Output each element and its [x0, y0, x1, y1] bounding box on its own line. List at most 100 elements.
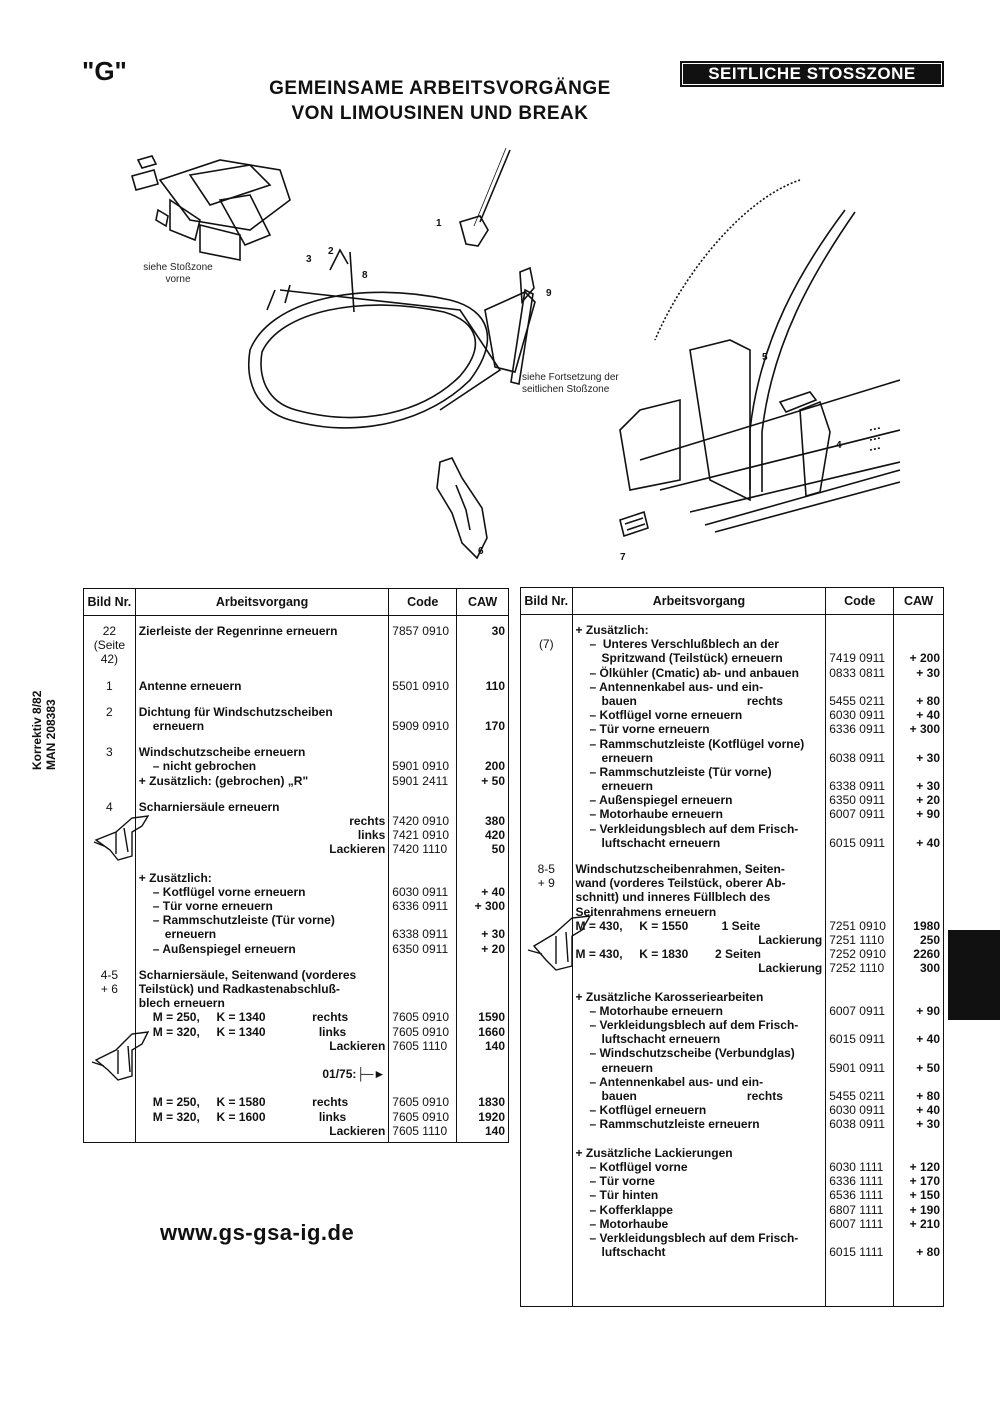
bild-number: 4 [106, 799, 113, 814]
operation-text: – Unteres Verschlußblech an der [589, 637, 779, 652]
operation-caw [460, 996, 505, 1010]
operation-text: – Rammschutzleiste (Tür vorne) [589, 764, 772, 779]
operation-code: 6007 0911 [829, 1003, 886, 1018]
arbeitsvorgang-cell: Antenne erneuern [134, 670, 390, 697]
operation-code: 5909 0910 [392, 718, 450, 733]
operation-text: Windschutzscheibenrahmen, Seiten- [575, 862, 785, 876]
revision-line-1: Korrektiv 8/82 [30, 690, 44, 770]
operation-code [829, 737, 890, 751]
operation-text: – Rammschutzleiste erneuern [589, 1117, 760, 1132]
part-number-6: 6 [478, 546, 484, 557]
operation-text: – Ölkühler (Cmatic) ab- und anbauen [589, 665, 799, 680]
col-header-bild: Bild Nr. [83, 588, 136, 616]
operation-code: 6030 0911 [829, 1103, 886, 1118]
part-number-5: 5 [762, 352, 768, 363]
operation-code [829, 623, 890, 637]
operation-text: 01/75:├─► [322, 1067, 386, 1082]
operation-code: 6338 0911 [829, 779, 886, 794]
operation-code [392, 968, 453, 982]
operation-code: 7252 0910 [829, 947, 886, 962]
pillar-sketch [484, 266, 536, 385]
operation-text: – Außenspiegel erneuern [589, 793, 733, 808]
operation-text: M = 250, K = 1340 rechts [152, 1010, 349, 1025]
operation-caw: + 20 [481, 941, 505, 956]
bild-number: 22 [102, 624, 117, 638]
operation-code [829, 976, 890, 990]
operation-caw: + 40 [916, 708, 940, 723]
operation-code [392, 705, 453, 719]
col-header-caw: CAW [893, 587, 944, 615]
operation-text: erneuern [601, 1060, 653, 1075]
arbeitsvorgang-cell: + Zusätzlich:– Unteres Verschlußblech an… [571, 614, 827, 854]
operation-text: Lackieren [329, 1123, 386, 1138]
operation-caw: + 30 [916, 1117, 940, 1132]
front-zone-note: siehe Stoßzone vorne [143, 262, 213, 285]
operation-code [829, 1018, 890, 1032]
operation-text: – Motorhaube erneuern [589, 1003, 723, 1018]
page-letter: "G" [82, 56, 127, 86]
operation-caw: + 50 [916, 1060, 940, 1075]
bild-cell: 3 [83, 737, 136, 792]
operation-text: Windschutzscheibe erneuern [138, 745, 306, 760]
operation-caw [897, 1018, 940, 1032]
bild-number: 4-5 [100, 967, 119, 982]
page-title: GEMEINSAME ARBEITSVORGÄNGE VON LIMOUSINE… [230, 76, 650, 126]
operation-text: Lackieren [329, 1038, 386, 1053]
operation-text: erneuern [601, 750, 653, 765]
operation-text: luftschacht erneuern [601, 835, 721, 850]
operation-caw: 2260 [913, 947, 940, 962]
operation-text: luftschacht erneuern [601, 1032, 721, 1047]
operation-caw: + 50 [481, 773, 505, 788]
exploded-parts-drawing [131, 147, 900, 560]
bild-number: 2 [106, 704, 113, 719]
operation-caw: + 300 [474, 899, 505, 913]
operation-caw [460, 705, 505, 719]
operation-caw: 380 [484, 813, 505, 828]
operation-text: M = 430, K = 1830 2 Seiten [575, 947, 761, 962]
operation-text [139, 1081, 386, 1095]
operation-caw: 110 [485, 678, 505, 693]
operation-caw: + 30 [916, 750, 940, 765]
website-url: www.gs-gsa-ig.de [160, 1220, 355, 1245]
operation-text: + Zusätzliche Lackierungen [575, 1145, 733, 1160]
bild-cell: 2 [83, 696, 136, 738]
operation-caw: + 80 [916, 1245, 940, 1260]
operation-code: 7605 1110 [392, 1123, 448, 1138]
operation-caw: + 210 [909, 1216, 940, 1231]
operation-caw: + 120 [909, 1159, 940, 1174]
operation-code: 6336 1111 [829, 1174, 884, 1189]
operation-code [392, 982, 453, 996]
part-number-2: 2 [328, 246, 334, 257]
col-header-code: Code [825, 587, 895, 615]
operation-code [392, 1081, 453, 1095]
operation-caw [897, 876, 940, 890]
operation-text: Teilstück) und Radkastenabschluß- [138, 981, 340, 996]
bild-number [524, 623, 569, 637]
operation-caw: + 190 [909, 1202, 940, 1217]
operation-text: erneuern [601, 779, 653, 794]
operation-code: 6007 0911 [829, 807, 886, 822]
hinge-part-sketch [436, 457, 488, 560]
operation-caw: + 300 [909, 722, 940, 737]
operation-code: 6350 0911 [829, 793, 886, 808]
operation-caw [897, 1075, 940, 1089]
bild-cell: (7) [520, 614, 573, 854]
operation-text: Scharniersäule, Seitenwand (vorderes [138, 967, 357, 982]
operation-caw [460, 871, 505, 885]
col-header-bild: Bild Nr. [520, 587, 573, 615]
operation-caw: + 150 [909, 1188, 940, 1203]
operation-caw [897, 1146, 940, 1160]
operation-text: bauen rechts [601, 693, 783, 708]
side-body-sketch [619, 179, 900, 538]
operation-text: – Kotflügel erneuern [589, 1103, 707, 1118]
operation-text: – Außenspiegel erneuern [152, 941, 296, 956]
operation-caw: 1920 [478, 1109, 505, 1124]
operation-caw [460, 800, 505, 814]
operation-text: – Rammschutzleiste (Tür vorne) [152, 913, 335, 928]
antenna-sketch [459, 147, 511, 247]
